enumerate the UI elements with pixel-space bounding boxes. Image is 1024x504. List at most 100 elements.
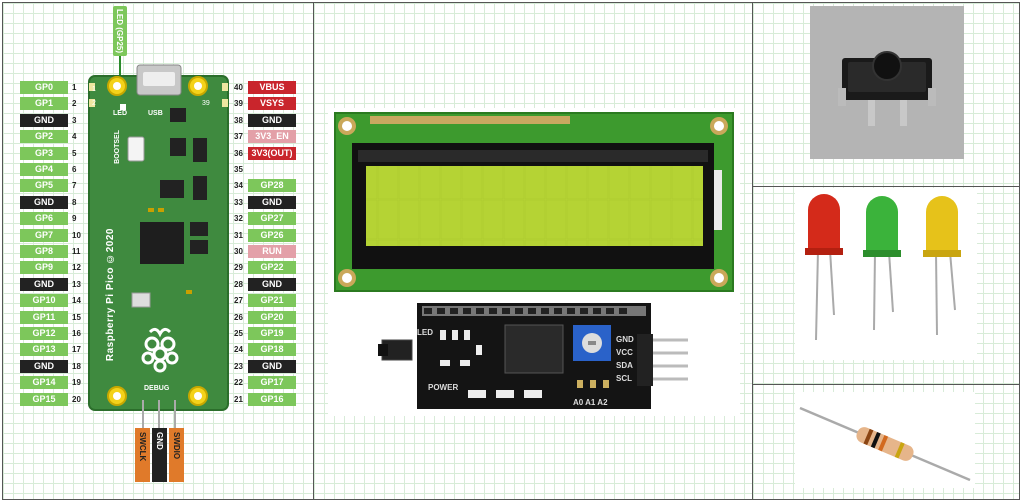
swdio-pin: SWDIO (169, 428, 184, 482)
pin-label-right: RUN (248, 245, 296, 258)
pin-label-left: GP2 (20, 130, 68, 144)
pin-number-left: 6 (72, 165, 77, 174)
pin-label-right: 3V3(OUT) (248, 146, 296, 160)
i2c-scl-label: SCL (616, 374, 632, 383)
pin-label-right (248, 163, 296, 176)
pin-label-right: GND (248, 113, 296, 127)
pin-number-left: 8 (72, 197, 77, 207)
pin-number-left: 19 (72, 378, 81, 388)
pin-label-left: GP8 (20, 245, 68, 258)
led-gp25-text: LED (GP25) (115, 9, 124, 54)
pico-pinout: LED (GP25) (0, 0, 313, 504)
pin-number-right: 36 (234, 148, 243, 158)
pin-number-right: 28 (234, 279, 243, 289)
pin-number-left: 10 (72, 230, 81, 240)
pin-label-left: GP6 (20, 212, 68, 226)
right-pin-row: GP20 26 (230, 310, 302, 324)
led-gp25-label: LED (GP25) (113, 6, 127, 56)
pin-label-right: GP18 (248, 343, 296, 357)
corner-num-39: 39 (202, 100, 210, 107)
debug-wire (174, 400, 176, 428)
i2c-gnd-label: GND (616, 335, 634, 344)
pin-number-right: 35 (234, 165, 243, 174)
pin-number-right: 39 (234, 99, 243, 109)
pin-number-left: 1 (72, 83, 77, 92)
pin-number-right: 25 (234, 329, 243, 338)
swdio-label: SWDIO (172, 432, 181, 460)
pin-number-right: 31 (234, 230, 243, 240)
pin-label-left: GP0 (20, 81, 68, 94)
i2c-led-label: LED (417, 328, 433, 337)
pin-number-right: 37 (234, 132, 243, 142)
pin-number-right: 26 (234, 312, 243, 322)
pin-number-left: 9 (72, 214, 77, 224)
led-board-label: LED (113, 110, 127, 117)
debug-pins: SWCLK GND SWDIO (130, 400, 190, 490)
pin-label-left: GP1 (20, 97, 68, 111)
pin-label-left: GP7 (20, 228, 68, 242)
leds-photo (795, 188, 977, 360)
push-button-photo (810, 6, 964, 159)
pin-label-right: GND (248, 277, 296, 291)
right-pin-row: 35 (230, 163, 302, 176)
usb-board-label: USB (148, 110, 163, 117)
led-connector-line (119, 56, 121, 84)
lcd-area (328, 108, 740, 416)
left-pin-row: GP2 4 (20, 130, 92, 144)
divider (313, 3, 314, 499)
resistor-photo (795, 392, 975, 488)
pin-label-right: VSYS (248, 97, 296, 111)
pin-label-right: GND (248, 195, 296, 209)
pin-label-right: GP26 (248, 228, 296, 242)
left-pin-row: GP6 9 (20, 212, 92, 226)
pin-label-right: VBUS (248, 81, 296, 94)
swclk-label: SWCLK (138, 432, 147, 462)
right-pin-row: 3V3(OUT) 36 (230, 146, 302, 160)
divider (753, 186, 1019, 187)
right-pin-row: VSYS 39 (230, 97, 302, 111)
pin-label-right: GP28 (248, 179, 296, 193)
pin-label-right: GP20 (248, 310, 296, 324)
pin-number-left: 17 (72, 345, 81, 355)
pin-number-left: 3 (72, 115, 77, 125)
pin-number-left: 16 (72, 329, 81, 338)
pin-label-left: GP10 (20, 294, 68, 308)
divider (752, 3, 753, 499)
right-pin-row: VBUS 40 (230, 81, 302, 94)
right-pin-row: GND 38 (230, 113, 302, 127)
pin-number-left: 4 (72, 132, 77, 142)
pin-label-right: GP16 (248, 392, 296, 406)
debug-gnd-label: GND (155, 432, 164, 450)
pin-number-left: 7 (72, 181, 77, 191)
pin-label-right: 3V3_EN (248, 130, 296, 144)
pin-number-left: 11 (72, 247, 81, 256)
right-pin-row: 3V3_EN 37 (230, 130, 302, 144)
debug-label: DEBUG (144, 385, 170, 392)
pin-label-left: GP3 (20, 146, 68, 160)
pin-number-right: 40 (234, 83, 243, 92)
pin-label-left: GP11 (20, 310, 68, 324)
right-pin-row: RUN 30 (230, 245, 302, 258)
pin-label-right: GND (248, 359, 296, 373)
pin-number-right: 30 (234, 247, 243, 256)
pin-number-right: 38 (234, 115, 243, 125)
